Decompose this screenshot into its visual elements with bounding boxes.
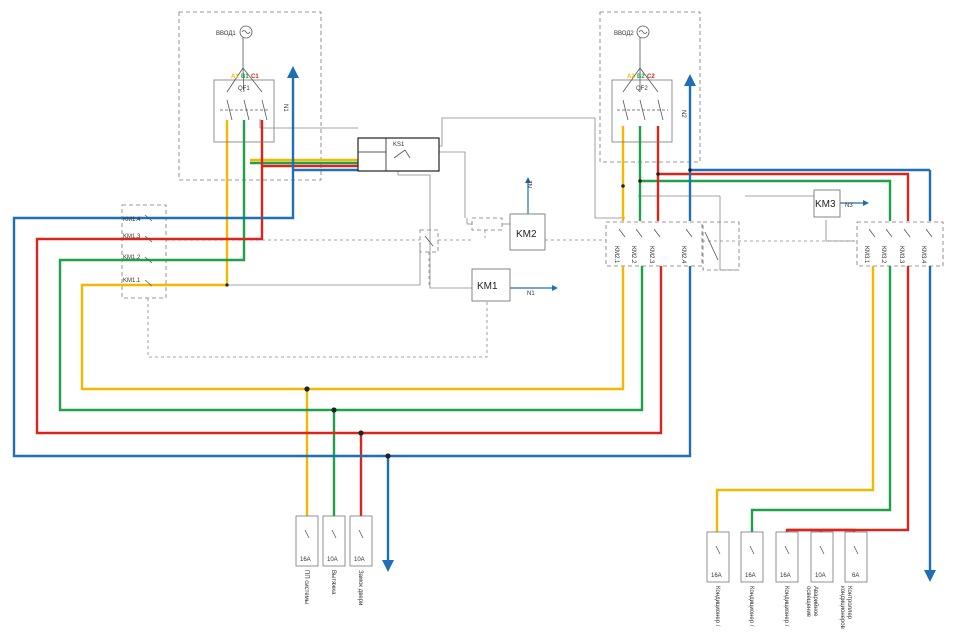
km2-label: KM2 bbox=[516, 229, 537, 240]
breaker-right-label: Контроллер кондиционеров bbox=[839, 586, 852, 629]
input1-enclosure bbox=[178, 11, 322, 181]
neutral-wiring bbox=[12, 66, 936, 582]
km2-coil bbox=[509, 213, 546, 251]
km3-contact-block bbox=[856, 221, 944, 267]
vvod1-label: ВВОД1 bbox=[216, 31, 236, 37]
breaker-right-label-line: кондиционеров bbox=[839, 586, 845, 629]
phase-b2-label: B2 bbox=[637, 74, 645, 80]
qf1-label: QF1 bbox=[238, 86, 250, 92]
qf2-breaker bbox=[611, 25, 673, 143]
neutral-arrows bbox=[510, 177, 869, 291]
km1-label: KM1 bbox=[477, 281, 498, 292]
enclosures bbox=[121, 11, 944, 299]
breaker-left-label: ПП системы bbox=[303, 570, 309, 604]
breaker-left-label: Вытяжка bbox=[330, 570, 336, 595]
phase-b1-label: B1 bbox=[241, 74, 249, 80]
breaker-right-rating: 16A bbox=[711, 573, 722, 579]
km3-coil bbox=[813, 189, 841, 218]
vvod2-label: ВВОД2 bbox=[614, 31, 634, 37]
breaker-right-label: Аварийное освещение bbox=[805, 586, 819, 618]
km2-1-label: KM2.1 bbox=[613, 246, 619, 264]
km2-4-label: KM2.4 bbox=[680, 246, 686, 264]
n1-arrow-label: N1 bbox=[527, 291, 535, 297]
km1-3-label: KM1.3 bbox=[123, 234, 141, 240]
phase-c-wiring bbox=[35, 120, 910, 545]
breaker-right-rating: 16A bbox=[780, 573, 791, 579]
km3-label: KM3 bbox=[815, 199, 836, 210]
n2-arrow-label: N2 bbox=[528, 180, 534, 188]
qf2-label: QF2 bbox=[636, 86, 648, 92]
km3-4-label: KM3.4 bbox=[920, 246, 926, 264]
km3-1-label: KM3.1 bbox=[863, 246, 869, 264]
breaker-right-label-line: Контроллер bbox=[846, 586, 852, 620]
phase-a1-label: A1 bbox=[231, 74, 239, 80]
ks1-label: KS1 bbox=[393, 142, 405, 148]
breaker-right-label-line: освещение bbox=[805, 586, 811, 618]
km3-3-label: KM3.3 bbox=[898, 246, 904, 264]
input2-enclosure bbox=[599, 11, 701, 163]
breaker-right-label: Кондиционер / bbox=[783, 586, 789, 627]
qf1-breaker bbox=[213, 25, 275, 143]
breaker-left-label: Замок двери bbox=[357, 570, 363, 605]
km2-2-label: KM2.2 bbox=[630, 246, 636, 264]
km3-2-label: KM3.2 bbox=[880, 246, 886, 264]
contact-switches bbox=[144, 214, 933, 287]
junction-dots bbox=[225, 168, 692, 459]
km1-contact-block bbox=[121, 204, 167, 299]
right-breakers bbox=[706, 531, 868, 583]
phase-c2-label: C2 bbox=[647, 74, 655, 80]
phase-c1-label: C1 bbox=[251, 74, 259, 80]
n2-vertical-label: N2 bbox=[680, 110, 686, 118]
km2-3-label: KM2.3 bbox=[648, 246, 654, 264]
n3-arrow-label: N3 bbox=[845, 203, 853, 209]
phase-a2-label: A2 bbox=[627, 74, 635, 80]
km2-aux-contact bbox=[471, 217, 503, 231]
phase-a-wiring bbox=[80, 120, 875, 545]
breaker-right-label: Кондиционер / bbox=[748, 586, 754, 627]
breaker-right-label: Кондиционер / bbox=[714, 586, 720, 627]
ks1-relay bbox=[357, 137, 440, 172]
contactor-coils bbox=[471, 189, 841, 302]
breaker-left-rating: 16A bbox=[300, 557, 311, 563]
control-wiring bbox=[227, 117, 855, 289]
phase-b-wiring bbox=[58, 120, 892, 545]
left-breakers bbox=[295, 515, 373, 567]
n1-vertical-label: N1 bbox=[282, 104, 288, 112]
breaker-right-label-line: Аварийное bbox=[812, 586, 819, 617]
breaker-left-rating: 10A bbox=[327, 557, 338, 563]
km1-1-label: KM1.1 bbox=[123, 278, 141, 284]
breaker-left-rating: 10A bbox=[354, 557, 365, 563]
breaker-right-rating: 6A bbox=[852, 573, 859, 579]
interlock-block bbox=[702, 221, 740, 271]
breaker-right-rating: 16A bbox=[745, 573, 756, 579]
breaker-right-rating: 10A bbox=[815, 573, 826, 579]
km1-coil bbox=[471, 268, 511, 302]
km1-2-label: KM1.2 bbox=[123, 255, 141, 261]
km1-4-label: KM1.4 bbox=[123, 217, 141, 223]
